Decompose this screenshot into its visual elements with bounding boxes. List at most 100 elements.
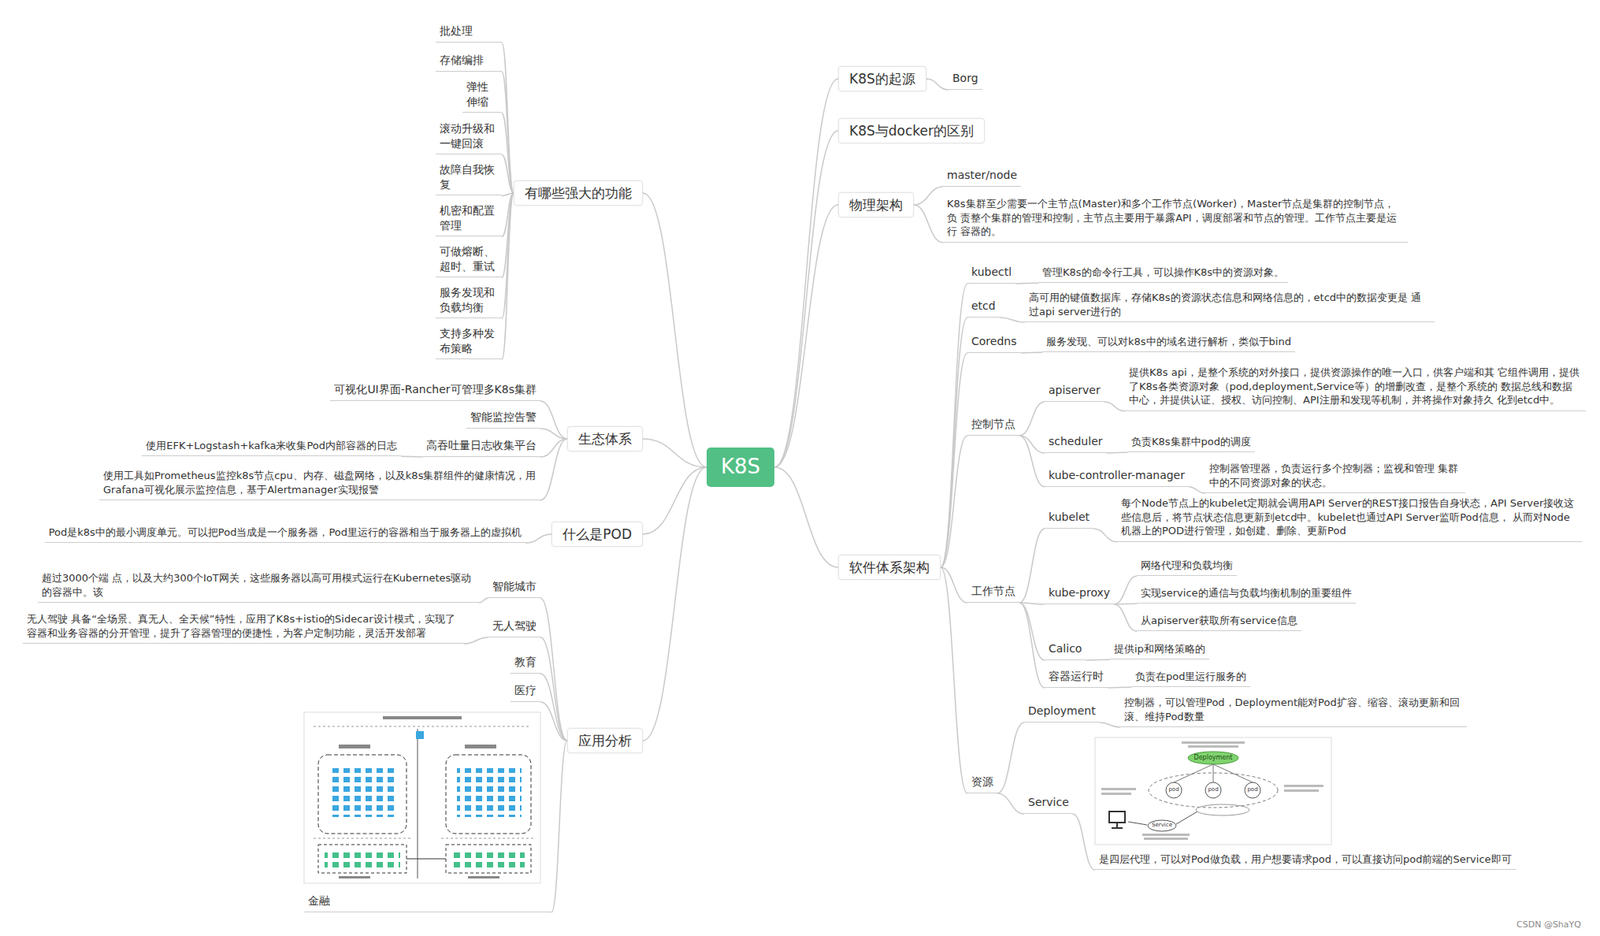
branch-line [774,204,839,468]
leaf-topic: Deployment [1024,701,1100,723]
branch-line [1019,602,1045,661]
topic-text: 批处理 [439,23,498,39]
topic-text: K8S的起源 [849,70,916,89]
branch-line [999,317,1025,323]
leaf-topic: kubelet [1044,508,1094,529]
note-topic: K8s集群至少需要一个主节点(Master)和多个工作节点(Worker)，Ma… [942,195,1408,243]
topic-text: 工作节点 [971,583,1016,599]
branch-line [997,793,1025,814]
leaf-topic: 存储编排 [435,51,502,72]
topic-text: 可做熔断、 超时、重试 [439,244,498,275]
topic-text: 使用EFK+Logstash+kafka来收集Pod内部容器的日志 [145,438,398,453]
illustration-label: Service [1151,822,1173,829]
branch-line [501,112,514,194]
leaf-topic: master/node [942,166,1021,187]
topic-text: scheduler [1048,434,1103,450]
note-topic: 是四层代理，可以对Pod做负载，用户想要请求pod，可以直接访问pod前端的Se… [1095,850,1516,871]
branch-line [1072,813,1096,870]
leaf-topic: etcd [967,296,1000,318]
branch-topic: 物理架构 [838,192,914,219]
leaf-topic: 控制节点 [967,415,1020,436]
note-topic: 高可用的键值数据库，存储K8s的资源状态信息和网络信息的，etcd中的数据变更是… [1024,289,1435,323]
branch-line [774,467,839,568]
branch-topic: 应用分析 [567,727,643,754]
leaf-topic: 智能监控告警 [466,408,541,429]
leaf-topic: 弹性 伸缩 [462,77,502,114]
topic-text: 故障自我恢 复 [439,162,498,193]
topic-text: kube-controller-manager [1048,467,1185,483]
branch-topic: 有哪些强大的功能 [513,180,643,207]
note-topic: 控制器，可以管理Pod，Deployment能对Pod扩容、缩容、滚动更新和回 … [1120,694,1467,728]
topic-text: Service [1028,794,1070,810]
branch-line [400,456,423,458]
topic-text: 生态体系 [578,430,632,449]
leaf-topic: 工作节点 [967,582,1020,603]
leaf-topic: kubectl [967,263,1016,284]
topic-text: 机密和配置 管理 [439,203,498,234]
branch-topic: K8S与docker的区别 [838,118,985,145]
leaf-topic: Calico [1044,639,1086,661]
topic-text: 教育 [514,654,537,670]
branch-line [540,597,568,741]
topic-text: K8S与docker的区别 [849,122,974,141]
note-topic: 使用工具如Prometheus监控k8s节点cpu、内存、磁盘网络，以及k8s集… [99,467,541,501]
branch-line [1099,722,1121,728]
branch-line [540,428,568,439]
topic-text: etcd [971,298,996,314]
leaf-topic: 滚动升级和 一键回滚 [435,119,502,156]
branch-topic: 生态体系 [567,426,643,453]
central-topic: K8S [706,447,775,487]
branch-line [501,42,514,194]
topic-text: 实现service的通信与负载均衡机制的重要组件 [1140,586,1352,601]
topic-text: 服务发现、可以对k8s中的域名进行解析，类似于bind [1046,334,1292,349]
note-topic: 网络代理和负载均衡 [1136,556,1237,577]
leaf-topic: 故障自我恢 复 [435,160,502,197]
topic-text: K8S [720,452,761,481]
topic-text: 网络代理和负载均衡 [1140,558,1233,573]
topic-text: 高吞吐量日志收集平台 [426,438,537,453]
branch-line [501,193,514,319]
topic-text: 超过3000个端 点，以及大约300个IoT网关，这些服务器以高可用模式运行在K… [41,571,476,599]
branch-line [1015,282,1039,285]
illustration-label: Deployment [1194,754,1233,762]
topic-text: 滚动升级和 一键回滚 [439,121,498,152]
branch-line [540,701,568,741]
branch-line [1020,352,1043,354]
topic-text: 资源 [971,774,994,790]
topic-text: Calico [1048,641,1082,657]
topic-text: 无人驾驶 [492,618,537,634]
topic-text: 提供K8s api，是整个系统的对外接口，提供资源操作的唯一入口，供客户端和其 … [1128,365,1582,408]
branch-line [926,78,949,90]
topic-text: 使用工具如Prometheus监控k8s节点cpu、内存、磁盘网络，以及k8s集… [103,468,537,497]
topic-text: 可视化UI界面-Rancher可管理多K8s集群 [334,382,537,398]
note-topic: 超过3000个端 点，以及大约300个IoT网关，这些服务器以高可用模式运行在K… [37,569,479,603]
topic-text: 无人驾驶 具备“全场景、真无人、全天候”特性，应用了K8s+istio的Side… [26,612,461,640]
service-illustration [1095,737,1332,845]
branch-line [540,673,568,741]
watermark: CSDN @ShaYQ [1516,920,1582,930]
illustration-label: pod [1168,787,1179,794]
leaf-topic: scheduler [1044,432,1107,453]
leaf-topic: 支持多种发 布策略 [435,324,502,361]
topic-text: 物理架构 [849,196,903,215]
leaf-topic: 容器运行时 [1044,667,1108,688]
leaf-topic: 智能城市 [488,577,541,598]
leaf-topic: Service [1024,793,1073,814]
topic-text: 提供ip和网络策略的 [1113,642,1206,657]
branch-line [1113,575,1137,605]
branch-line [1106,452,1129,454]
leaf-topic: kube-controller-manager [1044,466,1189,487]
topic-text: 服务发现和 负载均衡 [439,285,498,316]
topic-text: 支持多种发 布策略 [439,326,498,357]
branch-topic: 什么是POD [551,521,643,548]
topic-text: 控制节点 [971,416,1016,432]
leaf-topic: 批处理 [435,22,502,43]
branch-line [501,71,514,194]
topic-text: 有哪些强大的功能 [524,184,632,203]
leaf-topic: apiserver [1044,381,1105,402]
branch-topic: K8S的起源 [838,66,927,93]
topic-text: 高可用的键值数据库，存储K8s的资源状态信息和网络信息的，etcd中的数据变更是… [1028,290,1431,319]
branch-line [642,467,707,741]
note-topic: 负责K8s集群中pod的调度 [1127,433,1255,453]
